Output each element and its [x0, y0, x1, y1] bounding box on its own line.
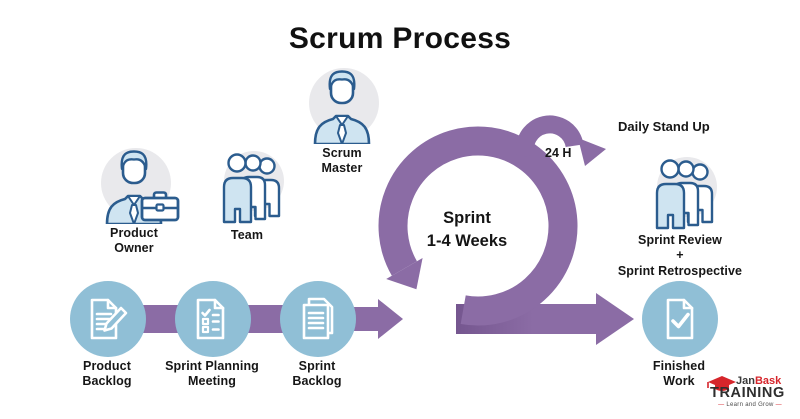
step-sprint-backlog	[280, 281, 356, 357]
actor-team: Team	[202, 150, 292, 243]
page-title: Scrum Process	[288, 22, 512, 55]
daily-standup-label: Daily Stand Up	[618, 119, 710, 134]
person-icon	[309, 68, 379, 144]
sprint-loop-ring	[378, 126, 578, 326]
logo-brand-part2: Bask	[754, 375, 782, 387]
actor-product-owner-label: Product Owner	[110, 226, 158, 256]
document-check-icon	[666, 298, 694, 340]
sprint-duration-label: Sprint 1-4 Weeks	[426, 209, 508, 251]
logo-tagline: — Learn and Grow —	[710, 402, 790, 408]
janbask-training-logo: JanBask TRAINING — Learn and Grow —	[702, 375, 794, 415]
document-pencil-icon	[90, 298, 128, 340]
actor-scrum-master: Scrum Master	[297, 66, 387, 177]
step-product-backlog-label: Product Backlog	[82, 359, 132, 389]
actor-team-label: Team	[230, 228, 264, 242]
team-icon	[222, 151, 284, 224]
step-sprint-planning-meeting-label: Sprint Planning Meeting	[165, 359, 259, 389]
actor-sprint-review-label-3: Sprint Retrospective	[617, 263, 743, 278]
logo-tagline-dash-right: —	[775, 402, 782, 408]
actor-product-owner: Product Owner	[86, 146, 182, 257]
actor-sprint-review: Sprint Review + Sprint Retrospective	[610, 156, 750, 279]
step-finished-work-label: Finished Work	[652, 359, 706, 389]
step-sprint-backlog-label: Sprint Backlog	[292, 359, 342, 389]
actor-sprint-review-label-1: Sprint Review	[638, 233, 722, 247]
actor-scrum-master-label: Scrum Master	[321, 146, 363, 176]
daily-loop-24h	[515, 115, 606, 166]
logo-brand-line2: TRAINING	[710, 385, 785, 401]
document-checklist-icon	[196, 298, 225, 340]
step-product-backlog	[70, 281, 146, 357]
actor-sprint-review-label-2: +	[676, 248, 684, 263]
graduation-cap-icon	[707, 376, 736, 391]
step-finished-work	[642, 281, 718, 357]
logo-brand-part1: Jan	[736, 375, 755, 387]
team-icon	[655, 157, 717, 230]
step-sprint-planning-meeting	[175, 281, 251, 357]
briefcase-icon	[140, 191, 180, 222]
logo-tagline-dash-left: —	[718, 402, 725, 408]
document-stack-icon	[302, 297, 334, 340]
daily-loop-24h-label: 24 H	[545, 146, 572, 160]
logo-brand-name: JanBask	[736, 376, 781, 387]
logo-tagline-text: Learn and Grow	[726, 402, 774, 408]
